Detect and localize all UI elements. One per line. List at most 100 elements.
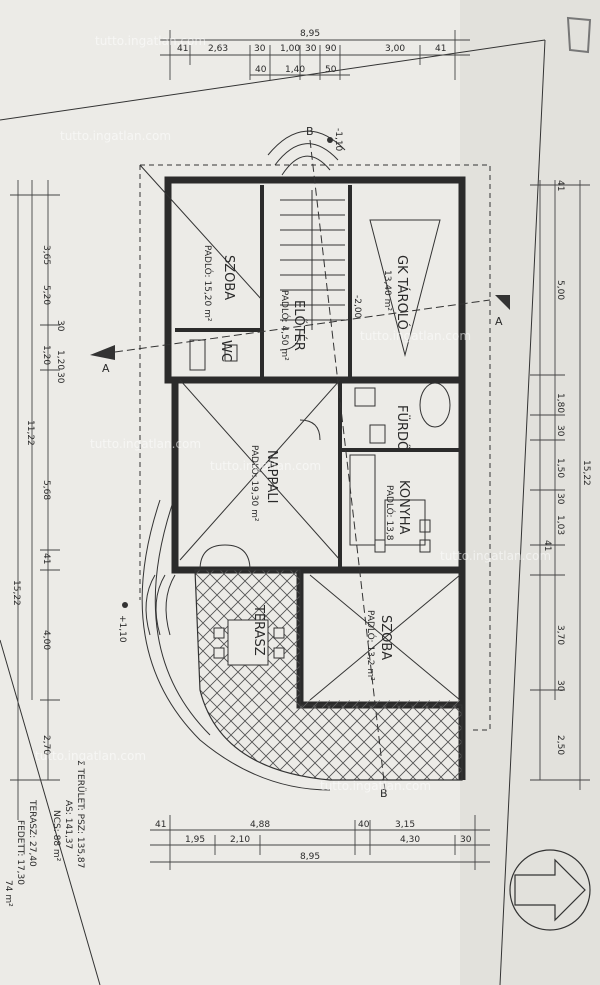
watermark-7: tutto.ingatlan.com (35, 749, 146, 763)
dim-right-r2-1: 41 (542, 540, 552, 551)
terrace-table (213, 619, 285, 666)
dim-top-1: 41 (177, 44, 188, 54)
room-label-nappali: NAPPALI (264, 450, 279, 503)
terrace-curve (141, 499, 331, 791)
room-area-konyha: PADLÓ: 13,8 (384, 485, 396, 541)
dim-left-r2-3: 1,20 (55, 350, 65, 370)
dim-bottom-r2-1: 1,95 (185, 835, 205, 845)
dim-top-4: 1,00 (280, 44, 300, 54)
note-as: AS: 141,37 (63, 800, 73, 849)
note-ncs: NCS: 88 m² (51, 810, 61, 862)
watermark-4: tutto.ingatlan.com (210, 459, 321, 473)
wall-hatch (300, 700, 462, 708)
room-label-furdo: FÜRDŐ (394, 405, 411, 451)
dim-top-r2-3: 50 (325, 65, 337, 75)
dim-bottom-2: 4,88 (250, 820, 270, 830)
watermark-1: tutto.ingatlan.com (95, 34, 206, 48)
dim-bottom-1: 41 (155, 820, 166, 830)
level-stair: -2,00 (352, 295, 362, 319)
dim-left-r2-1: 30 (55, 320, 65, 332)
area-notes: Σ TERÜLET: PSZ: 135,87 AS: 141,37 NCS: 8… (3, 760, 86, 907)
watermark-5: tutto.ingatlan.com (90, 437, 201, 451)
dim-right-1: 41 (555, 180, 565, 191)
watermark-2: tutto.ingatlan.com (60, 129, 171, 143)
dim-top-7: 3,00 (385, 44, 405, 54)
section-mark-b-top: B (306, 125, 314, 138)
room-label-wc: WC (218, 340, 233, 362)
watermark-3: tutto.ingatlan.com (360, 329, 471, 343)
room-labels: SZOBA PADLÓ: 15,20 m² WC ELŐTÉR PADLÓ: 4… (202, 245, 411, 681)
dim-left-2: 5,20 (41, 285, 51, 305)
room-label-szoba-top: SZOBA (221, 255, 236, 300)
section-mark-b-bottom: B (380, 787, 388, 800)
watermark-6: tutto.ingatlan.com (320, 779, 431, 793)
dim-right-2: 5,00 (555, 280, 565, 300)
dim-top-r2-2: 1,40 (285, 65, 305, 75)
dim-bottom-r2-2: 2,10 (230, 835, 250, 845)
room-label-konyha: KONYHA (396, 480, 411, 534)
dim-top-overall: 8,95 (300, 29, 320, 39)
room-label-eloter: ELŐTÉR (291, 300, 307, 351)
dim-right-3: 1,80 (555, 393, 565, 413)
note-sum: 74 m² (3, 880, 13, 907)
dim-bottom-4: 3,15 (395, 820, 415, 830)
paper-shadow (460, 0, 600, 985)
room-area-nappali: PADLÓ: 19,30 m² (249, 445, 261, 522)
terrace-curve-inner (154, 504, 211, 736)
level-marks: -1,10 +1,10 -2,00 (117, 128, 362, 643)
north-arrow-icon (509, 849, 591, 931)
dim-bottom-r2-3: 4,30 (400, 835, 420, 845)
room-label-terasz: TERASZ (251, 604, 266, 656)
watermark-8: tutto.ingatlan.com (440, 549, 551, 563)
door-swings (199, 329, 321, 571)
dim-top-5: 30 (305, 44, 317, 54)
watermarks: tutto.ingatlan.com tutto.ingatlan.com tu… (35, 34, 551, 793)
dim-right-r2-4: 2,50 (555, 735, 565, 755)
roof-diagonal-e (309, 574, 461, 701)
dim-left-5: 41 (41, 553, 51, 564)
terrace-steps (145, 574, 176, 636)
room-area-szoba-bottom: PADLÓ: 13,2 m² (365, 610, 377, 681)
level-top: -1,10 (333, 128, 343, 152)
dim-left-overall: 15,22 (11, 580, 21, 606)
roof-outline (139, 164, 491, 731)
dim-left-1: 3,65 (41, 245, 51, 265)
dim-left-r2-2: 30 (55, 372, 65, 384)
dim-top-8: 41 (435, 44, 446, 54)
dim-right-7: 1,03 (555, 515, 565, 535)
roof-diagonal-c (179, 379, 341, 561)
dim-left-6: 4,00 (41, 630, 51, 650)
roof-diagonal-a (139, 164, 263, 301)
dim-left-3: 1,20 (41, 345, 51, 365)
room-area-eloter: PADLÓ: 4,50 m² (279, 290, 291, 361)
paper-clip-icon (566, 16, 592, 54)
dim-right-overall: 15,22 (581, 460, 591, 486)
dimension-top: 8,95 41 2,63 30 1,00 30 90 3,00 41 40 1,… (160, 29, 470, 80)
dim-left-4: 5,68 (41, 480, 51, 500)
section-markers: A A B B (90, 125, 510, 800)
dim-right-r2-3: 30 (555, 680, 565, 692)
bathroom-fixtures (189, 339, 451, 444)
dim-top-6: 90 (325, 44, 337, 54)
room-area-garage: 13,40 m² (382, 270, 392, 311)
note-fedett: FEDETT: 17,30 (15, 820, 25, 885)
dim-right-r2-2: 3,70 (555, 625, 565, 645)
section-mark-a-left: A (102, 362, 110, 375)
note-total: Σ TERÜLET: PSZ: 135,87 (75, 760, 86, 868)
plot-boundary (0, 39, 546, 985)
interior-walls (175, 185, 462, 572)
dimension-bottom: 41 4,88 40 3,15 1,95 2,10 4,30 30 8,95 (150, 815, 490, 870)
dim-left-sub: 11,22 (25, 420, 35, 446)
dim-top-2: 2,63 (208, 44, 228, 54)
dim-bottom-r2-4: 30 (460, 835, 472, 845)
dim-top-r2-1: 40 (255, 65, 267, 75)
room-label-garage: GK TÁROLÓ (394, 255, 410, 330)
garage-vehicle-mark (369, 219, 441, 357)
dim-right-5: 1,50 (555, 458, 565, 478)
staircase (267, 130, 346, 330)
kitchen-furniture (349, 454, 431, 553)
note-terasz: TERASZ: 27,40 (27, 799, 37, 867)
dim-left-7: 2,70 (41, 735, 51, 755)
section-mark-a-right: A (495, 315, 503, 328)
